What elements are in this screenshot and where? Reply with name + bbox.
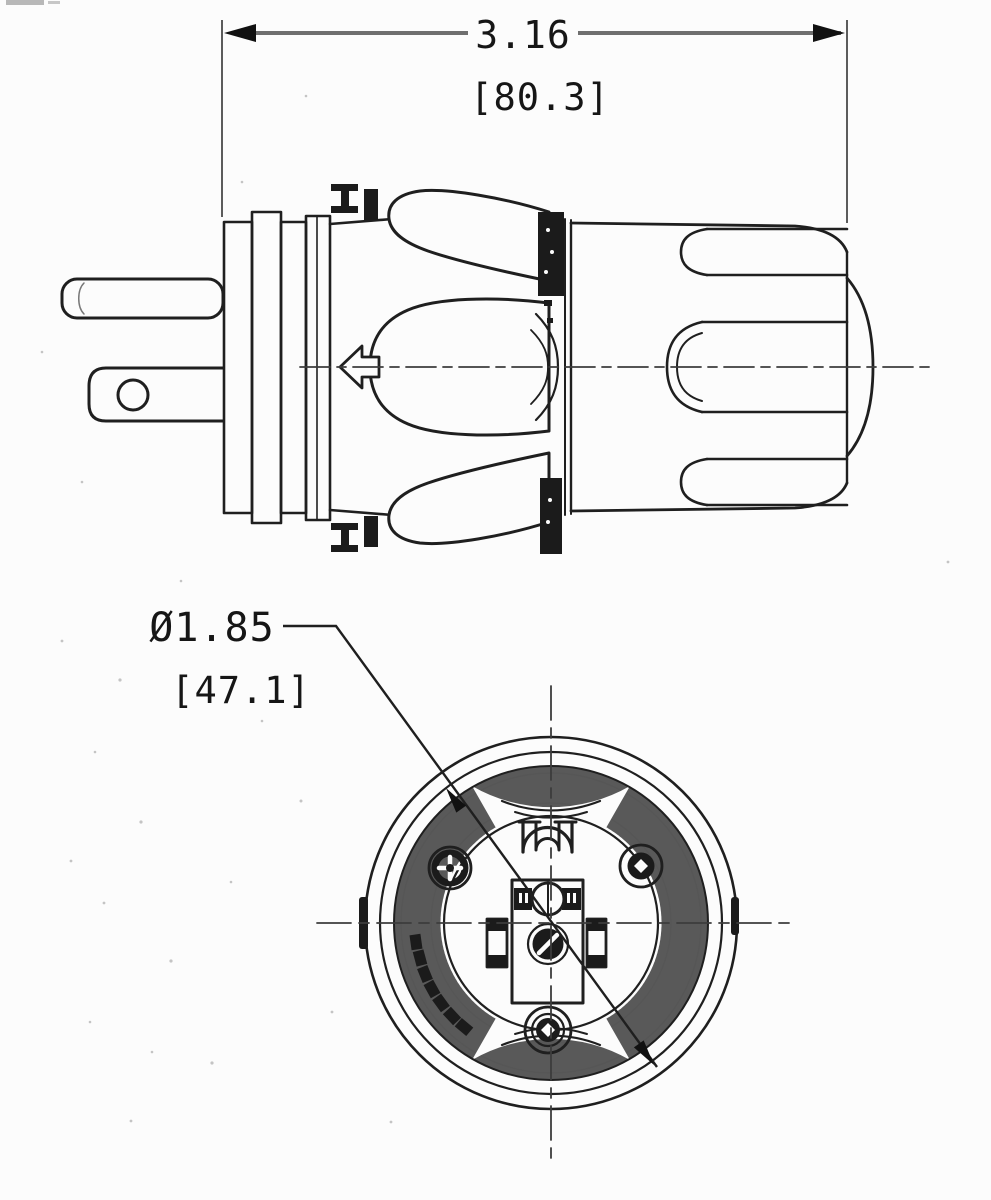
junction-band [538,212,564,554]
overall-length-inches: 3.16 [475,13,571,57]
diameter-leader-line [283,624,658,1068]
grip-wing-top [387,189,551,283]
molded-mark-top [331,184,378,220]
rear-body [569,221,875,513]
overall-length-millimeters: [80.3] [470,76,610,119]
overall-length-dimension: 3.16 [80.3] [221,13,848,223]
molded-mark-bottom [331,516,378,552]
wing-end-arc-inner [530,329,549,405]
face-diameter-millimeters: [47.1] [171,669,311,712]
blade-slot-left [485,917,509,969]
screw-right [618,843,664,889]
dim-arrow-lower-icon [633,1040,654,1065]
terminal-screw-center [526,922,570,966]
flat-blade [87,366,225,423]
scan-noise [6,0,950,1124]
grip-wing-bottom [387,451,551,545]
front-housing [328,217,394,517]
scan-smudge [6,0,44,5]
terminal-block [510,878,585,1005]
molded-text-arc [409,933,474,1037]
screw-left [427,845,473,891]
dim-arrow-right-icon [813,24,845,42]
dim-arrow-upper-icon [446,788,467,813]
blade-slot-right [585,917,608,969]
face-view [316,685,793,1161]
diameter-dimension: Ø1.85 [47.1] [149,605,658,1068]
round-pin [60,277,225,320]
side-view [60,184,931,554]
mold-tab-right [731,897,739,935]
screw-bottom [523,1005,573,1055]
blade-hole [116,378,150,412]
dim-arrow-left-icon [224,24,256,42]
ground-slot [517,820,578,854]
scan-smudge [48,1,60,4]
face-diameter-inches: Ø1.85 [149,605,274,651]
